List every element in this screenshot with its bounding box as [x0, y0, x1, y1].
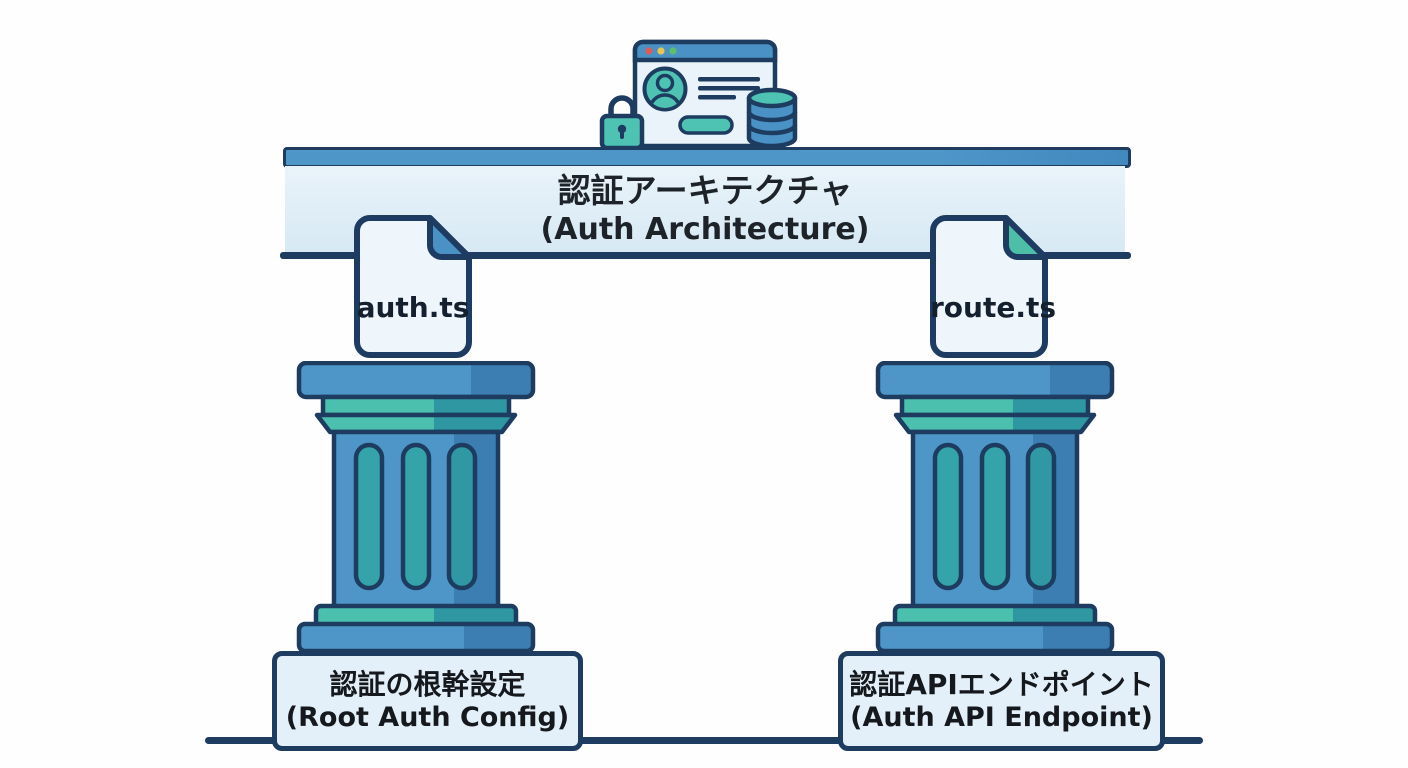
beam-top-bar	[283, 147, 1131, 168]
label-root-auth-config: 認証の根幹設定 (Root Auth Config)	[272, 651, 583, 751]
padlock-icon	[599, 95, 645, 151]
pillar-right	[875, 360, 1115, 654]
label-en: (Auth API Endpoint)	[850, 701, 1153, 733]
auth-illustration	[598, 38, 798, 151]
browser-window-icon	[632, 39, 778, 149]
fold-corner-icon	[427, 215, 472, 260]
window-dot-red	[645, 47, 653, 55]
database-icon	[746, 87, 798, 149]
beam-underline	[280, 252, 1131, 259]
column-icon	[875, 360, 1115, 654]
fold-corner-icon	[1003, 215, 1048, 260]
label-jp: 認証APIエンドポイント	[849, 668, 1154, 701]
file-icon	[354, 215, 472, 358]
ground-line	[205, 737, 1203, 744]
label-jp: 認証の根幹設定	[329, 668, 526, 701]
column-icon	[296, 360, 536, 654]
label-auth-api-endpoint: 認証APIエンドポイント (Auth API Endpoint)	[838, 651, 1165, 751]
window-dot-green	[669, 47, 677, 55]
file-icon	[930, 215, 1048, 358]
beam-title-jp: 認証アーキテクチャ	[557, 171, 853, 211]
label-en: (Root Auth Config)	[285, 701, 570, 733]
file-auth-ts: auth.ts	[354, 215, 472, 358]
pillar-left	[296, 360, 536, 654]
file-name: route.ts	[930, 291, 1057, 324]
file-route-ts: route.ts	[930, 215, 1057, 358]
file-name: auth.ts	[356, 291, 470, 324]
text-lines-icon	[698, 77, 760, 100]
user-avatar-icon	[642, 66, 688, 112]
window-dot-yellow	[657, 47, 665, 55]
button-icon	[678, 115, 734, 135]
beam-title-en: (Auth Architecture)	[540, 211, 870, 247]
